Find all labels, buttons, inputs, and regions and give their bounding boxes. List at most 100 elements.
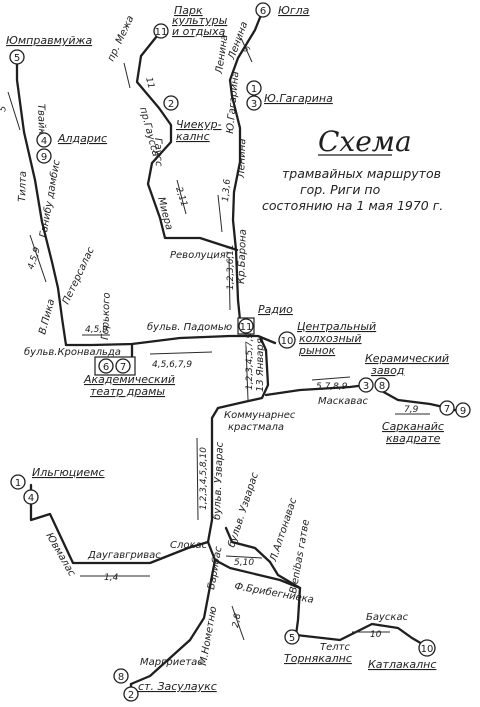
svg-text:1: 1 xyxy=(251,84,257,95)
terminal-11-park: 11 xyxy=(153,23,169,39)
svg-text:6: 6 xyxy=(260,6,266,17)
stop-theatre-1: Академический xyxy=(83,373,175,386)
svg-text:9: 9 xyxy=(41,152,47,163)
street-vienibas: Вienibas гатве xyxy=(288,519,312,595)
stop-jumprava: Юмправмуйжа xyxy=(6,34,92,47)
stop-tornakalns: Торнякалнс xyxy=(284,652,352,665)
street-gagarina: Ю.Гагарина xyxy=(225,71,241,134)
street-slokas: Слокас xyxy=(170,540,208,551)
line-bauskas xyxy=(294,622,426,647)
terminal-8-zasulauks: 8 xyxy=(113,668,129,684)
stop-market-1: Центральный xyxy=(297,320,376,333)
title-line-2: гор. Риги по xyxy=(300,182,381,197)
arrow-r123611 xyxy=(228,257,231,311)
tram-lines xyxy=(15,8,460,694)
stop-jugla: Югла xyxy=(278,4,310,17)
street-petersalas: Петерсалас xyxy=(61,245,97,306)
street-komunaru-1: Коммунарнес xyxy=(224,410,296,421)
svg-text:2: 2 xyxy=(128,690,134,701)
map-title: Схема трамвайных маршрутов гор. Риги по … xyxy=(262,125,443,213)
street-tilta: Тилта xyxy=(17,171,29,202)
route-label-12345810: 1,2,3,4,5,8,10 xyxy=(199,447,209,510)
terminal-38-ceramic: 3 8 xyxy=(358,377,390,393)
svg-text:8: 8 xyxy=(379,381,385,392)
svg-text:7: 7 xyxy=(120,362,126,373)
street-kr-barona: Кр.Барона xyxy=(236,229,249,284)
terminal-3-gagarina: 3 xyxy=(246,95,262,111)
route-label-10: 10 xyxy=(370,630,382,640)
line-ilguciems-slokas xyxy=(29,483,210,565)
stop-sarkanaja-2: квадрате xyxy=(386,432,441,445)
stop-ceramic-1: Керамический xyxy=(365,352,449,365)
terminal-2-chiekurkalns: 2 xyxy=(163,95,179,111)
line-krastmala xyxy=(206,400,246,544)
street-gorkogo: Горького xyxy=(100,292,113,340)
arrow-r510 xyxy=(225,555,263,559)
arrow-r5 xyxy=(7,91,21,131)
stop-chiekurkalns-2: калнс xyxy=(176,130,210,143)
arrow-r5789 xyxy=(311,376,351,381)
line-nometnu xyxy=(129,540,217,686)
stop-aldaris: Алдарис xyxy=(57,132,107,145)
terminal-1-ilguciems: 1 xyxy=(10,474,26,490)
stop-sarkanaja-1: Сарканайс xyxy=(382,420,444,433)
route-label-79: 7,9 xyxy=(404,405,419,415)
street-bauskas: Баускас xyxy=(366,612,409,623)
street-maskavas: Маскавас xyxy=(318,396,368,407)
svg-text:2: 2 xyxy=(168,99,174,110)
street-daugavgrivas: Даугавгривас xyxy=(87,550,161,561)
line-park-miera xyxy=(135,29,239,252)
street-padomju: бульв. Падомью xyxy=(147,321,232,333)
stop-chiekurkalns-1: Чиекур- xyxy=(176,118,222,131)
street-uzvaras-2: бульв. Узварас xyxy=(225,471,261,549)
stop-ceramic-2: завод xyxy=(371,364,404,377)
title-line-3: состоянию на 1 мая 1970 г. xyxy=(262,198,443,213)
svg-text:3: 3 xyxy=(363,381,369,392)
svg-text:7: 7 xyxy=(444,404,450,415)
stop-radio: Радио xyxy=(258,303,293,316)
street-mezha: пр. Межа xyxy=(106,14,137,63)
route-label-1234579: 1,2,3,4,5,7,9,10 xyxy=(245,318,255,390)
route-label-123611: 1,2,3,6,11 xyxy=(226,244,236,290)
stop-market-3: рынок xyxy=(298,344,336,357)
street-revolucijas: Револуцияс xyxy=(170,250,232,261)
arrow-r6 xyxy=(240,37,253,63)
street-lenina-3: Ленина xyxy=(236,138,248,179)
arrow-r12345810 xyxy=(196,437,199,521)
line-maskavas xyxy=(264,383,368,397)
svg-text:6: 6 xyxy=(103,362,109,373)
route-arrows xyxy=(7,37,430,641)
line-vienibas xyxy=(294,586,302,637)
arrow-r136 xyxy=(217,194,223,233)
arrow-r45679 xyxy=(149,351,213,355)
route-label-45679: 4,5,6,7,9 xyxy=(152,360,192,370)
terminal-67-theatre: 6 7 xyxy=(94,356,136,376)
street-komunaru-2: крастмала xyxy=(228,422,284,433)
street-13-janvara: 13 Января xyxy=(255,338,266,392)
street-vpika: В.Пика xyxy=(37,298,57,336)
line-jugla-barona xyxy=(228,8,265,322)
svg-text:11: 11 xyxy=(155,27,168,38)
street-kronvalda: бульв.Кронвальда xyxy=(24,346,121,358)
svg-text:10: 10 xyxy=(281,336,294,347)
svg-text:1: 1 xyxy=(15,478,21,489)
route-label-11: 11 xyxy=(143,76,156,90)
route-label-14: 1,4 xyxy=(104,573,119,583)
street-bribegnieka: Ф.Брибегниека xyxy=(233,580,314,606)
route-label-28: 2,8 xyxy=(231,612,243,628)
terminal-6-jugla: 6 xyxy=(255,2,271,18)
arrow-r211 xyxy=(176,179,187,215)
route-label-459b: 4,5,9 xyxy=(85,325,108,335)
terminals: 5 11 6 1 3 4 9 2 xyxy=(9,2,471,702)
terminal-5-jumprava: 5 xyxy=(9,49,25,65)
terminal-4-aldaris: 4 xyxy=(36,132,52,148)
svg-text:4: 4 xyxy=(28,493,34,504)
street-margrietas: Маргриетас xyxy=(140,657,203,668)
street-lenina-2: Ленина xyxy=(226,20,250,62)
line-kronvalda-padomju xyxy=(64,334,248,347)
terminal-2-zasulauks: 2 xyxy=(123,686,139,702)
line-13-janvara xyxy=(242,335,270,404)
svg-text:11: 11 xyxy=(240,322,253,333)
route-label-136: 1,3,6 xyxy=(221,178,233,202)
